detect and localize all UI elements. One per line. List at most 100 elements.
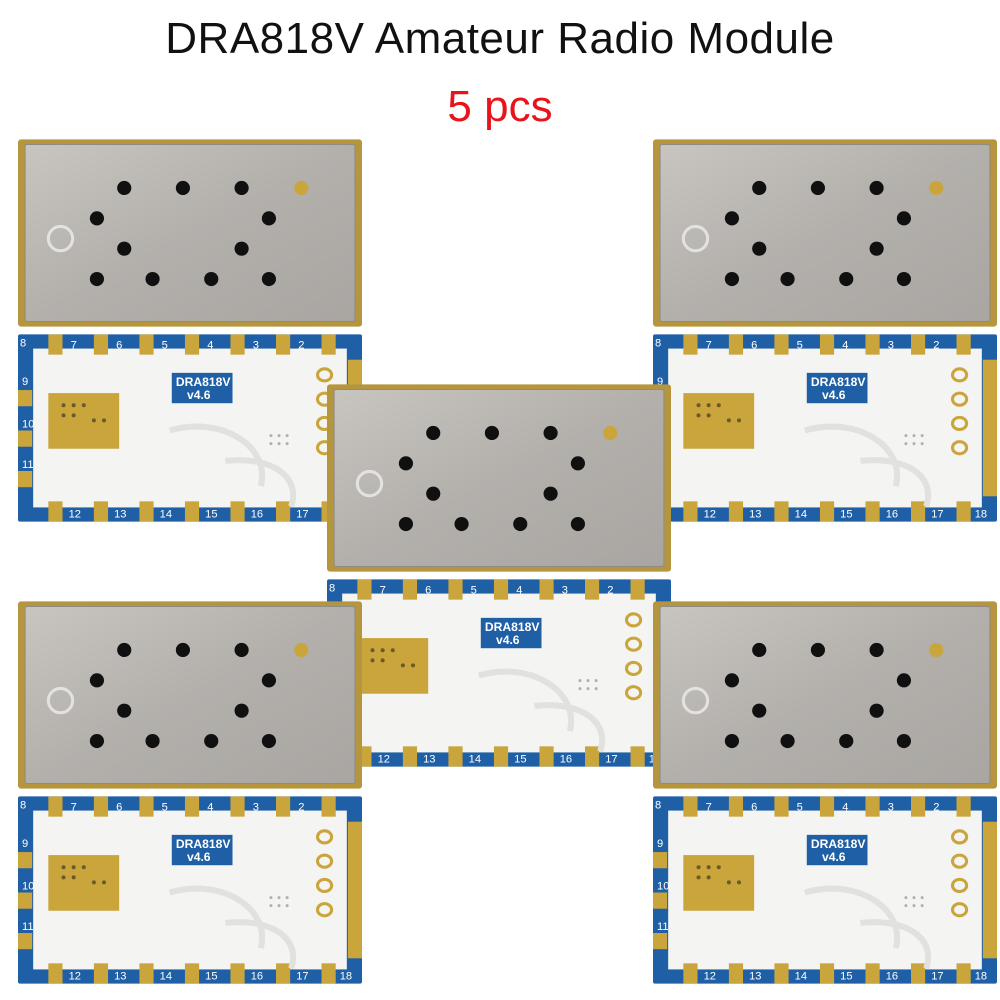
pin-label: 11 [657, 921, 669, 933]
pin-label: 8 [655, 800, 661, 812]
pin-label: 2 [298, 340, 304, 352]
pin-label: 8 [20, 338, 26, 350]
pin-label: 16 [886, 509, 898, 521]
pin-label: 4 [207, 802, 213, 814]
module-pcb-bottom-right: DRA818V v4.6 8 7 6 5 4 3 2 9 10 11 12 13… [653, 795, 997, 985]
pin-label: 9 [657, 838, 663, 850]
pin-label: 13 [749, 509, 761, 521]
pin-label: 2 [933, 340, 939, 352]
pin-label: 14 [160, 509, 172, 521]
pin-label: 12 [704, 509, 716, 521]
pin-label: 13 [749, 971, 761, 983]
pin-label: 12 [69, 971, 81, 983]
pin-label: 15 [840, 971, 852, 983]
model-label: DRA818V [176, 375, 231, 389]
version-label: v4.6 [187, 850, 211, 864]
pin-label: 7 [71, 802, 77, 814]
pin-label: 14 [795, 509, 807, 521]
pin-label: 13 [114, 509, 126, 521]
model-label: DRA818V [811, 375, 866, 389]
pin-label: 9 [22, 838, 28, 850]
pin-label: 2 [607, 585, 613, 597]
model-label: DRA818V [811, 837, 866, 851]
pin-label: 18 [340, 971, 352, 983]
pin-label: 17 [296, 971, 308, 983]
pin-label: 17 [931, 509, 943, 521]
pin-label: 16 [251, 971, 263, 983]
page-title: DRA818V Amateur Radio Module [165, 14, 835, 63]
model-label: DRA818V [176, 837, 231, 851]
pin-label: 11 [22, 921, 34, 933]
pin-label: 5 [471, 585, 477, 597]
module-pcb-bottom-left: DRA818V v4.6 8 7 6 5 4 3 2 9 10 11 12 13… [18, 795, 362, 985]
pin-label: 2 [933, 802, 939, 814]
pin-label: 4 [842, 340, 848, 352]
pin-label: 17 [605, 754, 617, 766]
quantity-label: 5 pcs [447, 82, 553, 131]
pin-label: 15 [840, 509, 852, 521]
pin-label: 11 [22, 459, 34, 471]
pin-label: 6 [116, 340, 122, 352]
pin-label: 10 [22, 418, 34, 430]
pin-label: 8 [20, 800, 26, 812]
pin-label: 3 [253, 802, 259, 814]
pin-label: 15 [205, 971, 217, 983]
pin-label: 14 [795, 971, 807, 983]
pin-label: 2 [298, 802, 304, 814]
pin-label: 8 [329, 583, 335, 595]
pin-label: 12 [704, 971, 716, 983]
pin-label: 5 [162, 340, 168, 352]
pin-label: 18 [975, 971, 987, 983]
pin-label: 5 [162, 802, 168, 814]
pin-label: 7 [71, 340, 77, 352]
pin-label: 7 [706, 802, 712, 814]
pin-label: 3 [888, 340, 894, 352]
pin-label: 10 [22, 880, 34, 892]
version-label: v4.6 [496, 633, 520, 647]
pin-label: 4 [516, 585, 522, 597]
pin-label: 13 [114, 971, 126, 983]
module-shield-top-right [653, 138, 997, 328]
pin-label: 6 [425, 585, 431, 597]
pin-label: 7 [380, 585, 386, 597]
pin-label: 5 [797, 802, 803, 814]
pin-label: 4 [207, 340, 213, 352]
pin-label: 18 [975, 509, 987, 521]
pin-label: 16 [251, 509, 263, 521]
pin-label: 3 [888, 802, 894, 814]
pin-label: 14 [469, 754, 481, 766]
pin-label: 5 [797, 340, 803, 352]
pin-label: 12 [378, 754, 390, 766]
pin-label: 15 [205, 509, 217, 521]
module-shield-bottom-left [18, 600, 362, 790]
pin-label: 8 [655, 338, 661, 350]
pin-label: 3 [253, 340, 259, 352]
pin-label: 3 [562, 585, 568, 597]
model-label: DRA818V [485, 620, 540, 634]
pin-label: 13 [423, 754, 435, 766]
pin-label: 17 [296, 509, 308, 521]
pin-label: 7 [706, 340, 712, 352]
module-pcb-center: DRA818V v4.6 8 7 6 5 4 3 2 9 10 11 12 13… [327, 578, 671, 768]
pin-label: 10 [657, 880, 669, 892]
pin-label: 12 [69, 509, 81, 521]
pin-label: 6 [116, 802, 122, 814]
pin-label: 15 [514, 754, 526, 766]
version-label: v4.6 [822, 388, 846, 402]
module-pcb-top-left: DRA818V v4.6 8 7 6 5 4 3 2 9 10 11 12 13… [18, 333, 362, 523]
module-pcb-top-right: DRA818V v4.6 8 7 6 5 4 3 2 9 10 11 12 13… [653, 333, 997, 523]
pin-label: 6 [751, 802, 757, 814]
pin-label: 16 [886, 971, 898, 983]
pin-label: 14 [160, 971, 172, 983]
module-shield-center [327, 383, 671, 573]
pin-label: 9 [657, 376, 663, 388]
pin-label: 6 [751, 340, 757, 352]
pin-label: 4 [842, 802, 848, 814]
pin-label: 17 [931, 971, 943, 983]
pin-label: 9 [22, 376, 28, 388]
module-shield-top-left [18, 138, 362, 328]
version-label: v4.6 [822, 850, 846, 864]
module-shield-bottom-right [653, 600, 997, 790]
pin-label: 16 [560, 754, 572, 766]
version-label: v4.6 [187, 388, 211, 402]
